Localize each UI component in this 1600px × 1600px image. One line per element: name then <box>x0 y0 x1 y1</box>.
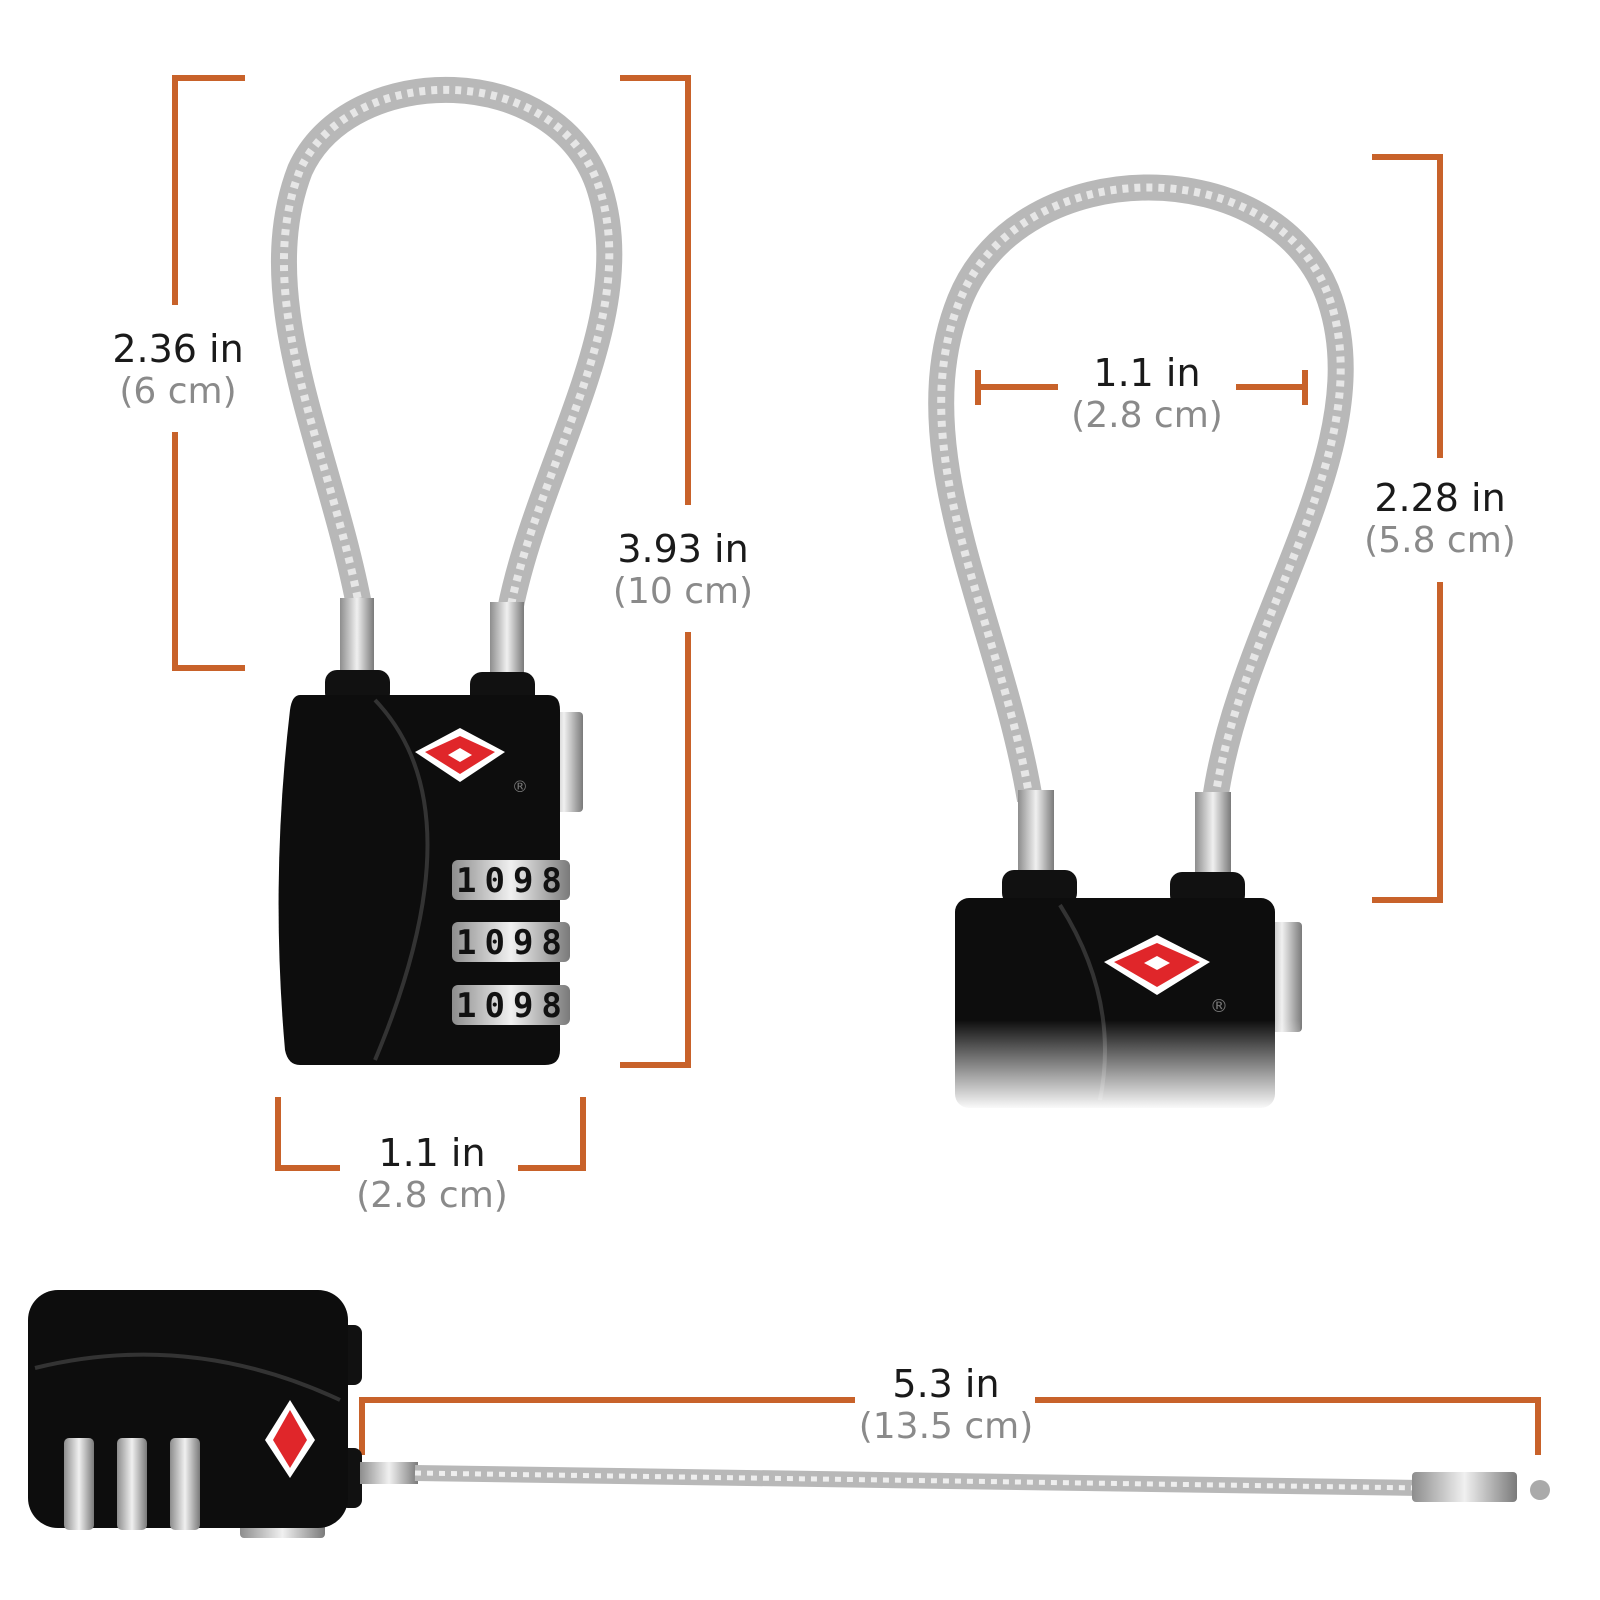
label-right-cable-height: 2.28 in (5.8 cm) <box>1364 479 1516 559</box>
lock-front-view: ® 1098 1098 1098 <box>270 77 623 1065</box>
label-left-total-height: 3.93 in (10 cm) <box>613 530 753 610</box>
dimension-inches: 5.3 in <box>892 1362 1000 1406</box>
label-cable-length: 5.3 in (13.5 cm) <box>859 1365 1034 1445</box>
dimension-inches: 1.1 in <box>1093 351 1201 395</box>
bracket-cable-length <box>359 1397 1541 1455</box>
label-right-cable-width: 1.1 in (2.8 cm) <box>1071 354 1223 434</box>
dimension-inches: 1.1 in <box>378 1131 486 1175</box>
tsa-logo-icon <box>415 728 505 782</box>
cable-loop <box>270 77 623 613</box>
dimension-cm: (5.8 cm) <box>1364 520 1516 561</box>
dimension-cm: (2.8 cm) <box>1071 395 1223 436</box>
bracket-right-cable-width <box>975 370 1308 405</box>
dimension-inches: 2.28 in <box>1374 476 1506 520</box>
bracket-left-cable-height <box>172 75 245 671</box>
label-left-cable-height: 2.36 in (6 cm) <box>112 330 243 410</box>
bracket-left-total-height <box>620 75 691 1068</box>
bottom-fade <box>940 1020 1300 1110</box>
dimension-cm: (2.8 cm) <box>356 1175 508 1216</box>
lock-cable-view: ® <box>928 174 1354 1110</box>
bracket-left-body-width <box>275 1097 586 1171</box>
dimension-inches: 2.36 in <box>112 327 244 371</box>
svg-text:1098: 1098 <box>456 861 570 901</box>
dimension-cm: (10 cm) <box>612 571 754 612</box>
lock-side-view <box>28 1290 1550 1538</box>
label-left-body-width: 1.1 in (2.8 cm) <box>356 1134 508 1214</box>
cable-straight <box>414 1465 1421 1496</box>
dimension-cm: (6 cm) <box>119 371 237 412</box>
svg-text:1098: 1098 <box>456 986 570 1026</box>
bracket-right-cable-height <box>1372 154 1443 903</box>
dimension-inches: 3.93 in <box>617 527 749 571</box>
dimension-brackets <box>172 75 1541 1455</box>
combination-dials: 1098 1098 1098 <box>452 860 570 1026</box>
svg-text:1098: 1098 <box>456 923 570 963</box>
registered-mark: ® <box>512 777 528 796</box>
registered-mark: ® <box>1210 996 1228 1017</box>
dimension-cm: (13.5 cm) <box>858 1406 1034 1447</box>
